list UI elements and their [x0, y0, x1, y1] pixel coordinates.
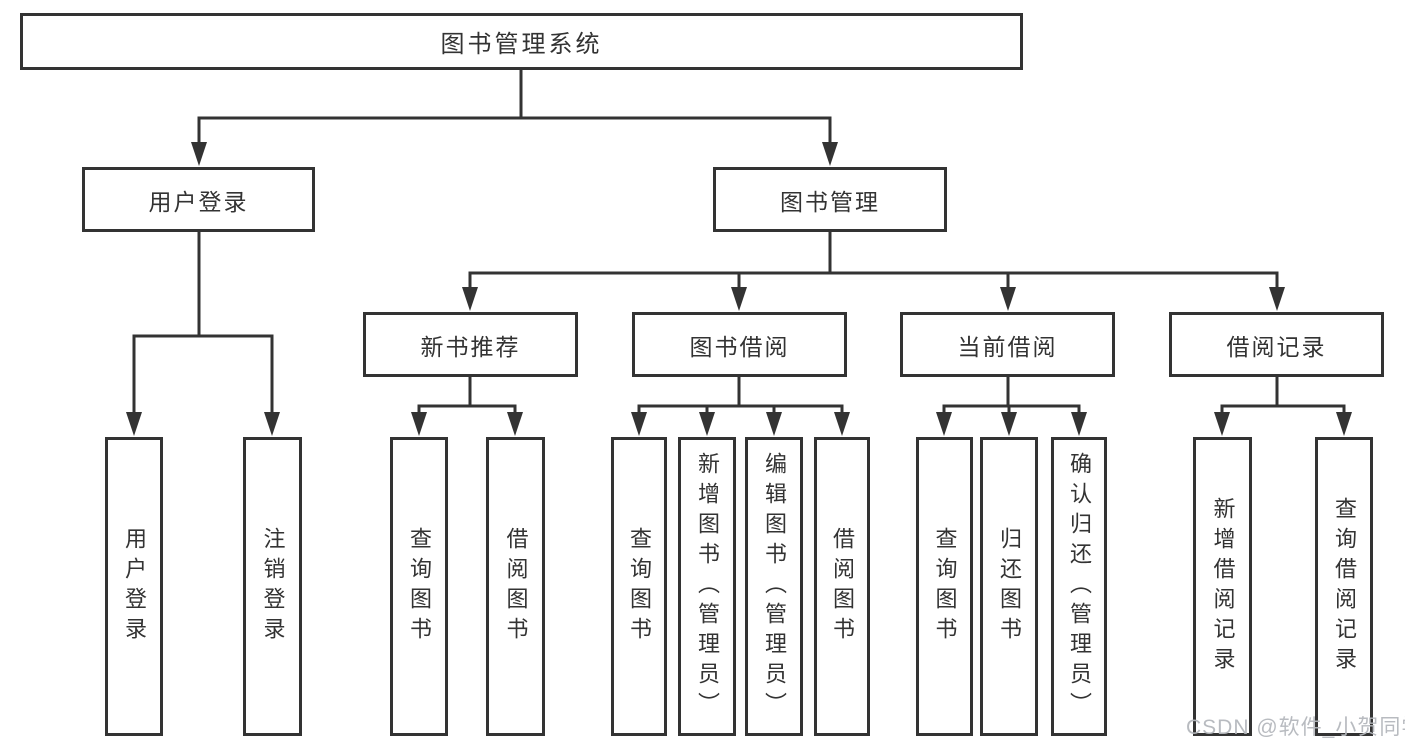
- node-bb-add-book: 新增图书（管理员）: [678, 437, 736, 736]
- node-label-cb-return-book: 归还图书: [997, 526, 1022, 647]
- arrowhead: [191, 142, 207, 166]
- node-label-book-management: 图书管理: [780, 188, 880, 215]
- arrowhead: [1336, 412, 1352, 436]
- node-label-bb-edit-book: 编辑图书（管理员）: [762, 451, 787, 722]
- arrowhead: [834, 412, 850, 436]
- node-user-login: 用户登录: [82, 167, 315, 232]
- node-br-add-record: 新增借阅记录: [1193, 437, 1252, 736]
- node-label-nbr-borrow-book: 借阅图书: [503, 526, 529, 647]
- node-nbr-query-book: 查询图书: [390, 437, 448, 736]
- node-bb-query-book: 查询图书: [611, 437, 667, 736]
- arrowhead: [936, 412, 952, 436]
- node-label-bb-borrow-book: 借阅图书: [830, 526, 855, 647]
- node-borrow-record: 借阅记录: [1169, 312, 1384, 377]
- node-label-user-login: 用户登录: [148, 188, 249, 215]
- arrowhead: [766, 412, 782, 436]
- arrowhead: [507, 412, 523, 436]
- node-user-login-op: 用户登录: [105, 437, 163, 736]
- arrowhead: [731, 287, 747, 311]
- node-bb-borrow-book: 借阅图书: [814, 437, 870, 736]
- node-cb-confirm-return: 确认归还（管理员）: [1051, 437, 1107, 736]
- node-new-book-recommend: 新书推荐: [363, 312, 578, 377]
- arrowhead: [631, 412, 647, 436]
- node-label-br-add-record: 新增借阅记录: [1210, 496, 1236, 677]
- node-label-current-borrow: 当前借阅: [957, 333, 1058, 360]
- node-label-cb-confirm-return: 确认归还（管理员）: [1067, 451, 1092, 722]
- watermark: CSDN @软件_小贺同学: [1186, 716, 1405, 739]
- node-label-book-borrow: 图书借阅: [689, 333, 790, 360]
- node-current-borrow: 当前借阅: [900, 312, 1115, 377]
- node-label-new-book-recommend: 新书推荐: [420, 333, 521, 360]
- arrowhead: [699, 412, 715, 436]
- node-br-query-record: 查询借阅记录: [1315, 437, 1373, 736]
- node-book-management: 图书管理: [713, 167, 947, 232]
- arrowhead: [1214, 412, 1230, 436]
- arrowhead: [1000, 287, 1016, 311]
- node-bb-edit-book: 编辑图书（管理员）: [745, 437, 803, 736]
- node-label-nbr-query-book: 查询图书: [407, 526, 432, 647]
- node-label-bb-query-book: 查询图书: [627, 526, 652, 647]
- arrowhead: [462, 287, 478, 311]
- node-nbr-borrow-book: 借阅图书: [486, 437, 545, 736]
- node-library-system: 图书管理系统: [20, 13, 1023, 70]
- node-label-cb-query-book: 查询图书: [932, 526, 958, 647]
- arrowhead: [1269, 287, 1285, 311]
- node-cb-return-book: 归还图书: [980, 437, 1038, 736]
- arrowhead: [411, 412, 427, 436]
- node-label-user-login-op: 用户登录: [122, 526, 147, 647]
- node-label-borrow-record: 借阅记录: [1226, 333, 1327, 360]
- node-label-library-system: 图书管理系统: [440, 31, 603, 58]
- node-cb-query-book: 查询图书: [916, 437, 973, 736]
- node-label-logout-op: 注销登录: [260, 526, 286, 647]
- arrowhead: [822, 142, 838, 166]
- node-label-bb-add-book: 新增图书（管理员）: [695, 451, 720, 722]
- arrowhead: [1071, 412, 1087, 436]
- node-logout-op: 注销登录: [243, 437, 302, 736]
- arrowhead: [1001, 412, 1017, 436]
- arrowhead: [126, 412, 142, 436]
- node-label-br-query-record: 查询借阅记录: [1332, 496, 1357, 677]
- arrowhead: [264, 412, 280, 436]
- node-book-borrow: 图书借阅: [632, 312, 847, 377]
